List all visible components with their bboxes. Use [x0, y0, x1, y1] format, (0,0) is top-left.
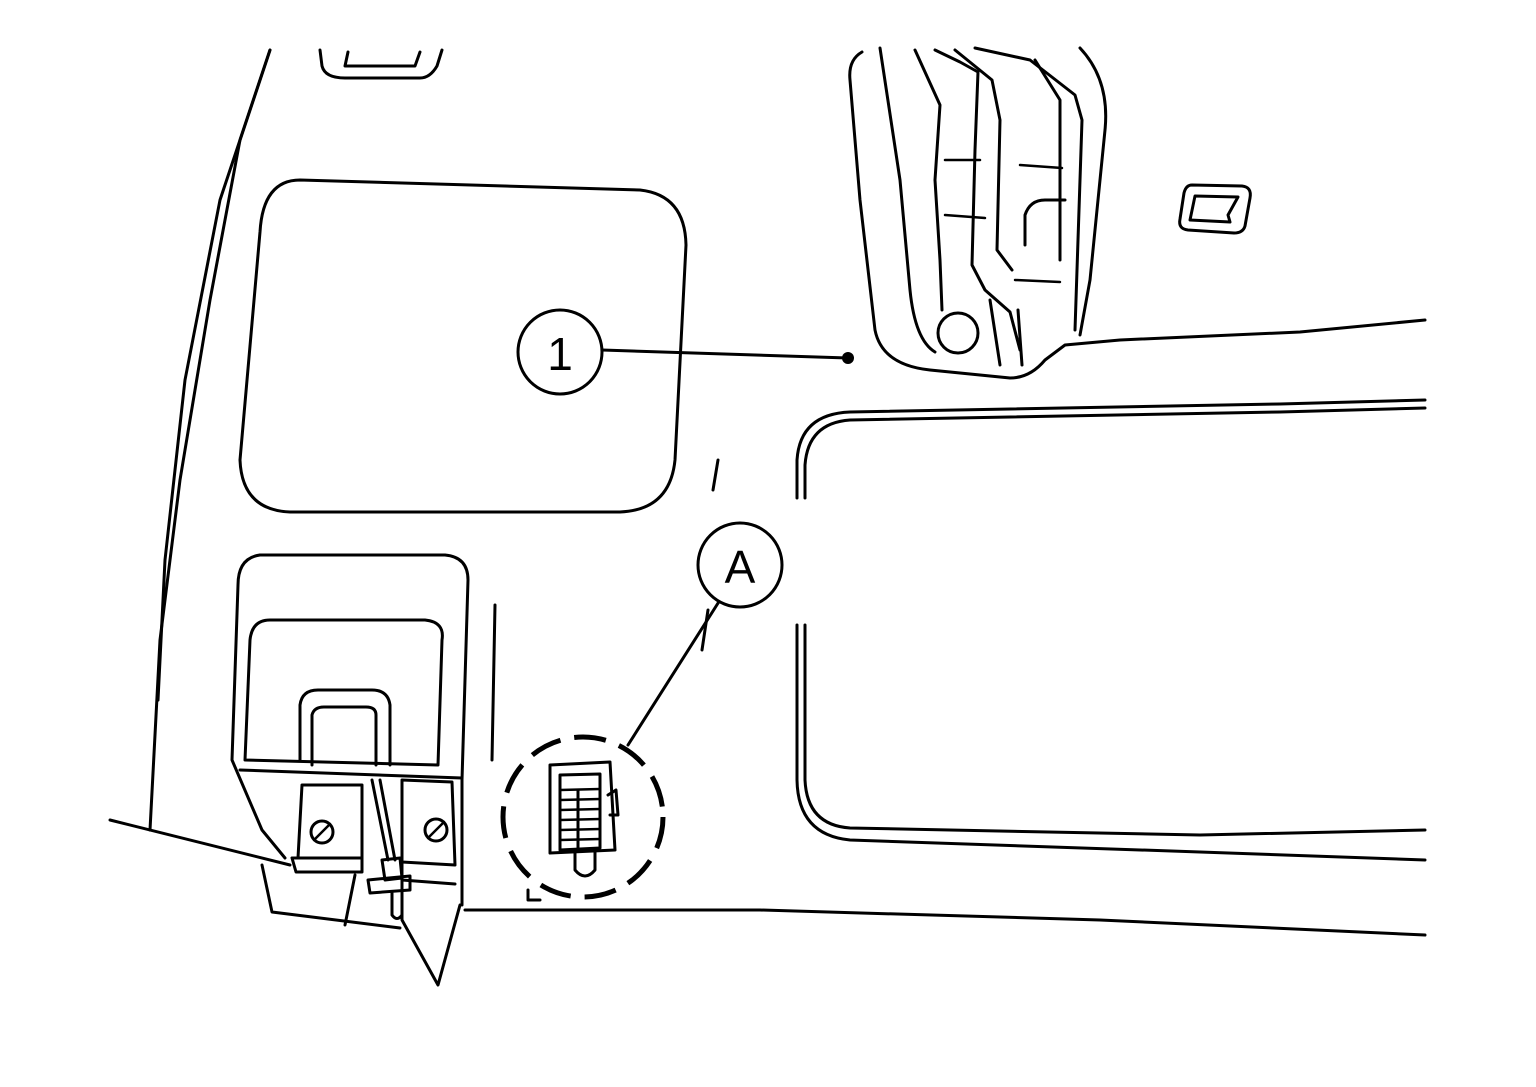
- panel-seam: [490, 603, 497, 762]
- dash-mark: [700, 608, 710, 652]
- left-pillar-edge: [148, 48, 272, 832]
- callout-1-label: 1: [547, 328, 573, 380]
- dash-mark: [711, 458, 720, 492]
- left-bracket: [260, 783, 402, 930]
- callout-a-label: A: [725, 541, 756, 593]
- lower-dash-edge: [463, 908, 1427, 937]
- detail-a-dashed-circle: [500, 734, 666, 900]
- steering-column-structure: [848, 46, 1427, 380]
- callout-1: 1: [516, 308, 604, 396]
- callout-a-circle: [696, 521, 784, 609]
- callout-1-circle: [516, 308, 604, 396]
- upper-panel: [238, 178, 688, 514]
- hood-release-cable: [366, 778, 412, 920]
- knee-panel: [108, 553, 470, 907]
- right-square-clip: [1178, 183, 1252, 235]
- top-clip: [318, 48, 444, 80]
- callout-a: A: [696, 521, 784, 609]
- center-lower-panel: [795, 398, 1427, 862]
- callout-1-leader: [600, 348, 850, 360]
- callout-a-leader: [626, 598, 722, 747]
- callout-1-leader-dot: [842, 352, 854, 364]
- clip-detail: [526, 760, 620, 902]
